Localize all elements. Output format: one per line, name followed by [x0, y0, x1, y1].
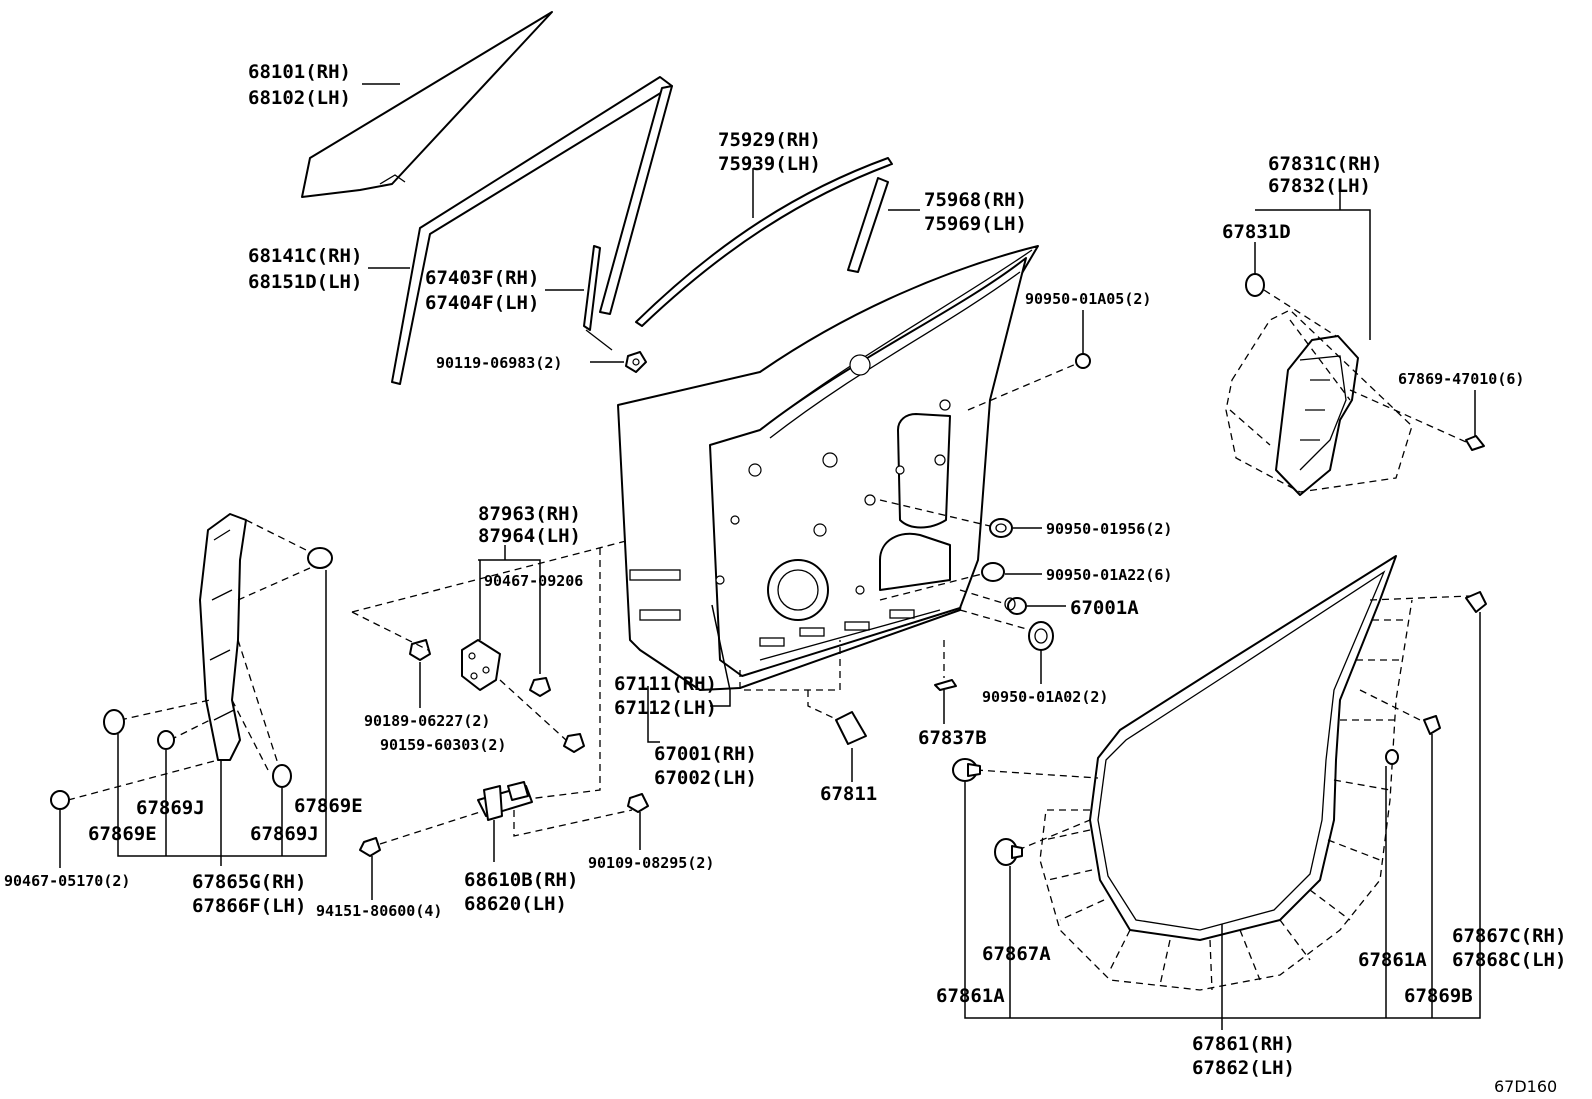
- label-clip-67869j-left: 67869J: [136, 797, 205, 819]
- label-door-weatherstrip-lh: 67862(LH): [1192, 1057, 1295, 1079]
- clip-icon: [952, 758, 981, 782]
- door-glass: [301, 11, 553, 198]
- label-plug-01956: 90950-01956(2): [1046, 520, 1172, 538]
- label-plug-01a02: 90950-01A02(2): [982, 688, 1108, 706]
- door-panel: [617, 245, 1039, 691]
- clip-icon: [934, 679, 957, 691]
- label-clip-47010: 67869-47010(6): [1398, 370, 1524, 388]
- label-clip-67861a-left: 67861A: [936, 985, 1005, 1007]
- label-glass-lh: 68102(LH): [248, 87, 351, 109]
- label-clip-67867a: 67867A: [982, 943, 1051, 965]
- hinge-icon: [461, 639, 501, 691]
- label-check-rh: 68610B(RH): [464, 869, 578, 891]
- label-nut-09206: 90467-09206: [484, 572, 583, 590]
- label-clip-67869j-right: 67869J: [250, 823, 319, 845]
- clip-icon: [994, 838, 1023, 866]
- label-outer-panel-lh: 67112(LH): [614, 697, 717, 719]
- label-bolt-90119: 90119-06983(2): [436, 354, 562, 372]
- bolt-icon: [625, 351, 647, 373]
- label-clip-67869b: 67869B: [1404, 985, 1473, 1007]
- plug-icon: [989, 518, 1013, 538]
- service-hole-cover: [1225, 309, 1413, 496]
- clip-icon: [272, 764, 292, 788]
- label-clip-67869e-left: 67869E: [88, 823, 157, 845]
- pad-icon: [835, 711, 867, 745]
- door-check-icon: [477, 781, 533, 821]
- nut-icon: [359, 837, 381, 857]
- label-cover-lh: 67832(LH): [1268, 175, 1371, 197]
- clip-icon: [1465, 591, 1487, 613]
- label-clip-67868c-lh: 67868C(LH): [1452, 949, 1566, 971]
- plug-icon: [1075, 353, 1091, 369]
- label-outer-panel-rh: 67111(RH): [614, 673, 717, 695]
- screw-icon: [563, 733, 585, 753]
- upper-weatherstrip: [635, 157, 893, 327]
- label-hinge-rh: 87963(RH): [478, 503, 581, 525]
- rear-weatherstrip: [847, 177, 889, 273]
- label-cover-67831d: 67831D: [1222, 221, 1291, 243]
- label-glass-rh: 68101(RH): [248, 61, 351, 83]
- label-screw-60303: 90159-60303(2): [380, 736, 506, 754]
- label-door-panel-rh: 67001(RH): [654, 743, 757, 765]
- plug-icon: [1245, 273, 1265, 297]
- clip-icon: [103, 709, 125, 735]
- label-screw-06227: 90189-06227(2): [364, 712, 490, 730]
- clip-icon: [157, 730, 175, 750]
- label-check-lh: 68620(LH): [464, 893, 567, 915]
- label-front-weatherstrip-lh: 67866F(LH): [192, 895, 306, 917]
- diagram-code: 67D160: [1494, 1077, 1557, 1096]
- label-bolt-08295: 90109-08295(2): [588, 854, 714, 872]
- screw-icon: [409, 639, 431, 661]
- plug-icon: [1028, 621, 1054, 651]
- label-plug-01a22: 90950-01A22(6): [1046, 566, 1172, 584]
- label-nut-80600: 94151-80600(4): [316, 902, 442, 920]
- plug-icon: [981, 562, 1005, 582]
- label-clip-67869e-right: 67869E: [294, 795, 363, 817]
- label-upper-weatherstrip-rh: 75929(RH): [718, 129, 821, 151]
- label-clip-05170: 90467-05170(2): [4, 872, 130, 890]
- label-plug-01a05: 90950-01A05(2): [1025, 290, 1151, 308]
- label-channel-center-rh: 67403F(RH): [425, 267, 539, 289]
- label-cover-rh: 67831C(RH): [1268, 153, 1382, 175]
- nut-icon: [529, 677, 551, 697]
- label-rear-weatherstrip-lh: 75969(LH): [924, 213, 1027, 235]
- label-channel-front-lh: 68151D(LH): [248, 271, 362, 293]
- clip-icon: [50, 790, 70, 810]
- clip-icon: [1385, 749, 1399, 765]
- label-door-weatherstrip-rh: 67861(RH): [1192, 1033, 1295, 1055]
- label-clip-67861a-right: 67861A: [1358, 949, 1427, 971]
- bolt-icon: [627, 793, 649, 813]
- front-weatherstrip: [67, 513, 311, 801]
- label-clip-67867c-rh: 67867C(RH): [1452, 925, 1566, 947]
- label-plug-67001a: 67001A: [1070, 597, 1139, 619]
- label-door-panel-lh: 67002(LH): [654, 767, 757, 789]
- label-rear-weatherstrip-rh: 75968(RH): [924, 189, 1027, 211]
- center-channel: [583, 245, 613, 351]
- clip-icon: [1423, 715, 1441, 735]
- label-channel-front-rh: 68141C(RH): [248, 245, 362, 267]
- plug-icon: [1004, 597, 1027, 615]
- label-front-weatherstrip-rh: 67865G(RH): [192, 871, 306, 893]
- label-upper-weatherstrip-lh: 75939(LH): [718, 153, 821, 175]
- clip-icon: [1465, 435, 1485, 451]
- label-hinge-lh: 87964(LH): [478, 525, 581, 547]
- door-weatherstrip: [975, 555, 1471, 991]
- label-pad-67811: 67811: [820, 783, 877, 805]
- clip-icon: [307, 547, 333, 569]
- front-channel: [391, 76, 673, 385]
- label-channel-center-lh: 67404F(LH): [425, 292, 539, 314]
- label-clip-67837b: 67837B: [918, 727, 987, 749]
